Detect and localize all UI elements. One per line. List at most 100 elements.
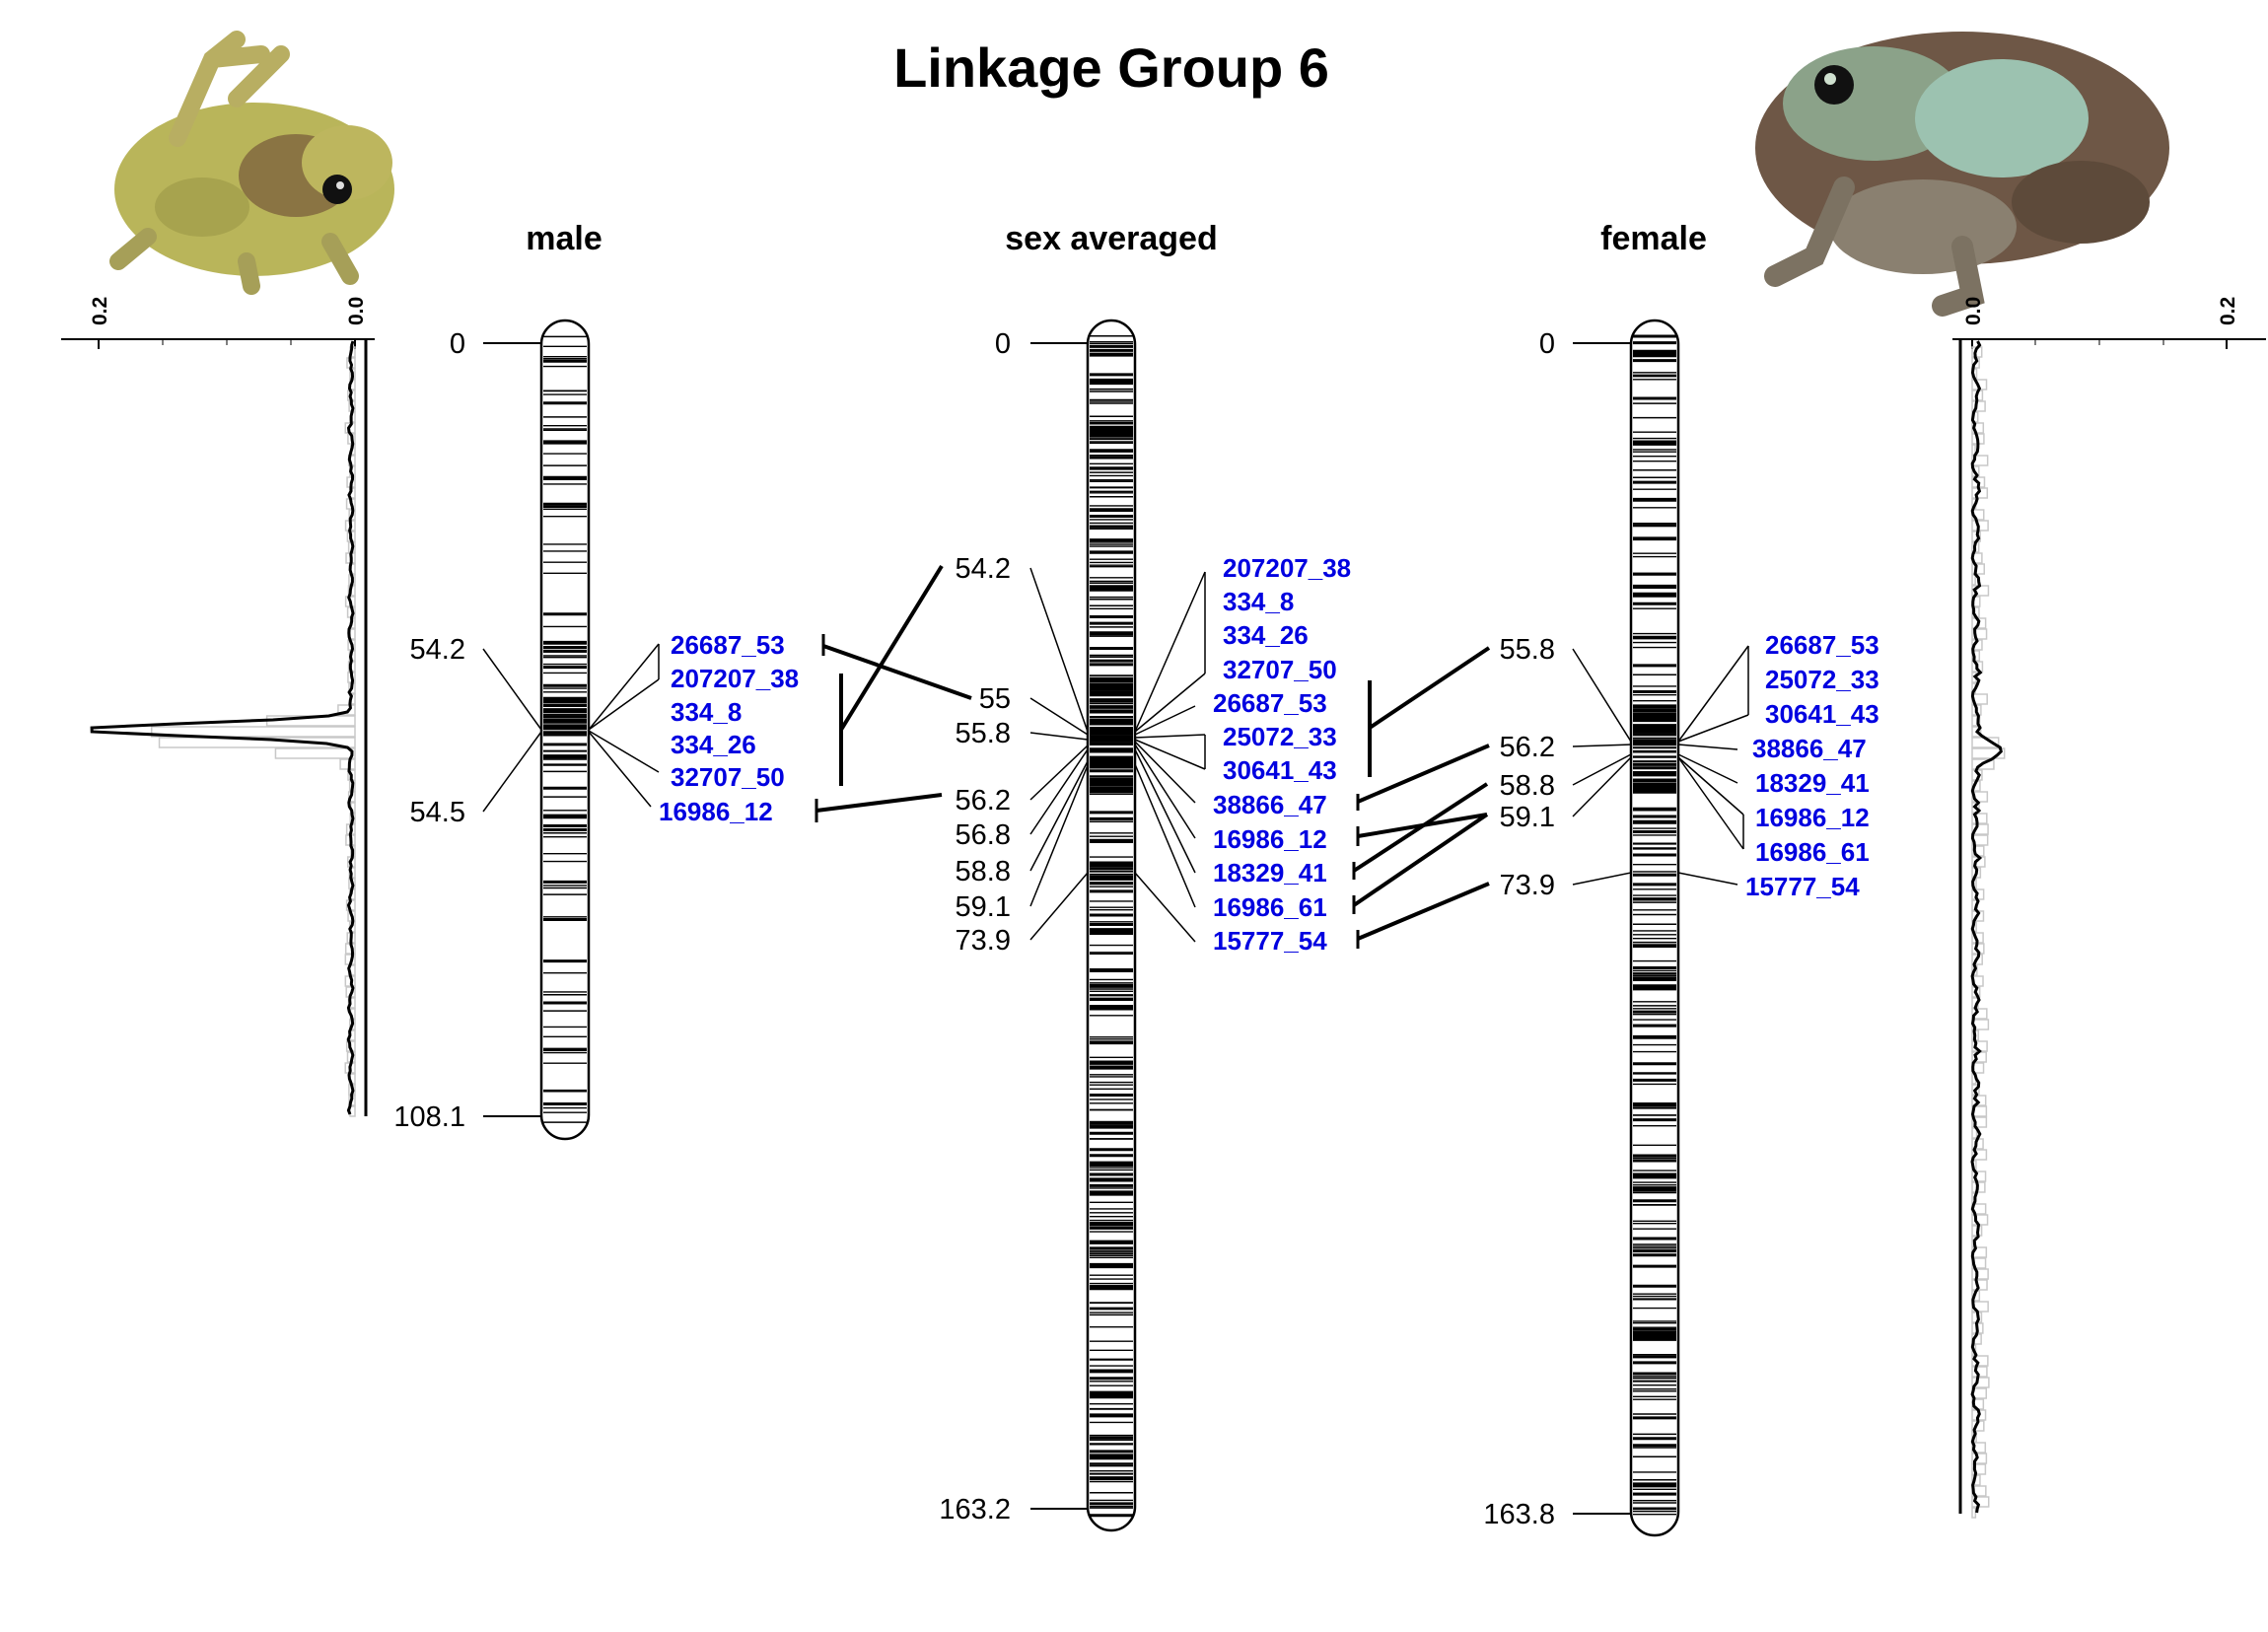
male-marker-16986_12: 16986_12 <box>659 797 773 826</box>
map-heading-female: female <box>1600 220 1707 257</box>
average-marker-18329_41: 18329_41 <box>1213 858 1327 887</box>
male-map-annotations: 0 108.1 54.2 54.5 26687_53 207207_38 334… <box>393 328 843 1133</box>
average-marker-16986_61: 16986_61 <box>1213 892 1327 922</box>
left-axis-tick-0.2: 0.2 <box>89 297 111 325</box>
average-marker-15777_54: 15777_54 <box>1213 926 1327 956</box>
chromosome-male <box>539 319 591 1141</box>
male-start-position: 0 <box>450 328 465 360</box>
chromosome-sex-averaged <box>1086 319 1137 1532</box>
histogram-bar <box>1971 1116 1988 1128</box>
average-start-position: 0 <box>995 328 1011 360</box>
average-position-56.2: 56.2 <box>956 785 1011 816</box>
chromosome-female <box>1629 319 1680 1537</box>
female-marker-16986_12: 16986_12 <box>1755 803 1870 832</box>
histogram-bar <box>1971 1507 1977 1519</box>
female-position-58.8: 58.8 <box>1500 770 1555 802</box>
left-density-curve <box>90 340 355 1115</box>
female-marker-18329_41: 18329_41 <box>1755 768 1870 798</box>
map-heading-male: male <box>526 220 602 257</box>
average-marker-334_26: 334_26 <box>1223 620 1309 650</box>
female-marker-25072_33: 25072_33 <box>1765 665 1879 694</box>
male-marker-207207_38: 207207_38 <box>671 664 799 693</box>
male-marker-334_8: 334_8 <box>671 697 742 727</box>
male-to-average-connectors <box>815 564 972 813</box>
female-marker-15777_54: 15777_54 <box>1745 872 1860 901</box>
frog-photo-right <box>1755 32 2169 317</box>
male-marker-26687_53: 26687_53 <box>671 630 785 660</box>
average-position-55.8: 55.8 <box>956 718 1011 749</box>
female-position-73.9: 73.9 <box>1500 870 1555 901</box>
right-axis-tick-0.2: 0.2 <box>2217 297 2239 325</box>
figure-title: Linkage Group 6 <box>893 36 1329 99</box>
histogram-bar <box>1971 1453 1988 1464</box>
left-axis-tick-0.0: 0.0 <box>345 297 368 325</box>
average-to-female-connectors <box>1352 646 1491 941</box>
histogram-bar <box>1971 1095 1987 1106</box>
female-position-55.8: 55.8 <box>1500 634 1555 666</box>
average-map-annotations: 0 163.2 54.2 55 55.8 56.2 56.8 58.8 59.1… <box>939 328 1372 1526</box>
histogram-bar <box>1971 617 1987 629</box>
average-marker-32707_50: 32707_50 <box>1223 655 1337 684</box>
female-marker-38866_47: 38866_47 <box>1752 734 1867 763</box>
histogram-bar <box>1971 1366 1988 1378</box>
histogram-bar <box>1971 1279 1988 1291</box>
histogram-bar <box>1971 1127 1978 1139</box>
histogram-bar <box>1971 563 1986 575</box>
histogram-bar <box>1971 628 1988 640</box>
histogram-bar <box>1971 400 1986 412</box>
histogram-bar <box>1971 1355 1989 1367</box>
histogram-bar <box>1971 1008 1988 1020</box>
histogram-bar <box>1971 661 1984 673</box>
histogram-bar <box>1971 1181 1986 1193</box>
map-heading-sex-averaged: sex averaged <box>1005 220 1218 257</box>
average-marker-334_8: 334_8 <box>1223 587 1294 616</box>
average-position-58.8: 58.8 <box>956 856 1011 887</box>
male-position-54.2: 54.2 <box>410 634 465 666</box>
average-position-59.1: 59.1 <box>956 891 1011 923</box>
histogram-bar <box>274 747 356 759</box>
average-position-56.8: 56.8 <box>956 819 1011 851</box>
histogram-bar <box>1971 1496 1990 1508</box>
histogram-bar <box>1971 791 1989 803</box>
histogram-bar <box>1971 520 1989 532</box>
histogram-bar <box>1971 574 1976 586</box>
histogram-bar <box>1971 1377 1990 1388</box>
right-axis-tick-0.0: 0.0 <box>1962 297 1985 325</box>
histogram-bar <box>1971 1268 1989 1280</box>
average-marker-38866_47: 38866_47 <box>1213 790 1327 819</box>
female-marker-30641_43: 30641_43 <box>1765 699 1879 729</box>
average-marker-25072_33: 25072_33 <box>1223 722 1337 751</box>
average-marker-16986_12: 16986_12 <box>1213 824 1327 854</box>
male-position-54.5: 54.5 <box>410 797 465 828</box>
female-position-56.2: 56.2 <box>1500 732 1555 763</box>
average-marker-207207_38: 207207_38 <box>1223 553 1351 583</box>
female-marker-16986_61: 16986_61 <box>1755 837 1870 867</box>
histogram-bar <box>1971 1171 1987 1182</box>
right-density-curve <box>1970 340 2003 1514</box>
male-marker-32707_50: 32707_50 <box>671 762 785 792</box>
left-density-histogram <box>150 346 356 1117</box>
average-marker-26687_53: 26687_53 <box>1213 688 1327 718</box>
female-map-annotations: 0 163.8 55.8 56.2 58.8 59.1 73.9 26687_5… <box>1483 328 1878 1530</box>
histogram-bar <box>1971 758 1995 770</box>
average-position-73.9: 73.9 <box>956 925 1011 957</box>
histogram-bar <box>1971 455 1989 466</box>
frog-photo-left <box>109 31 394 295</box>
histogram-bar <box>150 726 356 738</box>
histogram-bar <box>1971 813 1988 824</box>
female-position-59.1: 59.1 <box>1500 802 1555 833</box>
average-position-55: 55 <box>979 683 1011 715</box>
male-end-position: 108.1 <box>393 1101 465 1133</box>
average-end-position: 163.2 <box>939 1494 1011 1526</box>
histogram-bar <box>1971 1149 1988 1161</box>
right-density-axis: 0.0 0.2 <box>1952 297 2266 1514</box>
left-density-axis: 0.2 0.0 <box>61 297 375 1116</box>
histogram-bar <box>337 704 356 716</box>
histogram-bar <box>1971 715 1981 727</box>
average-marker-30641_43: 30641_43 <box>1223 755 1337 785</box>
histogram-bar <box>1971 726 1982 738</box>
average-position-54.2: 54.2 <box>956 553 1011 585</box>
histogram-bar <box>1971 422 1985 434</box>
histogram-bar <box>1971 1442 1987 1454</box>
